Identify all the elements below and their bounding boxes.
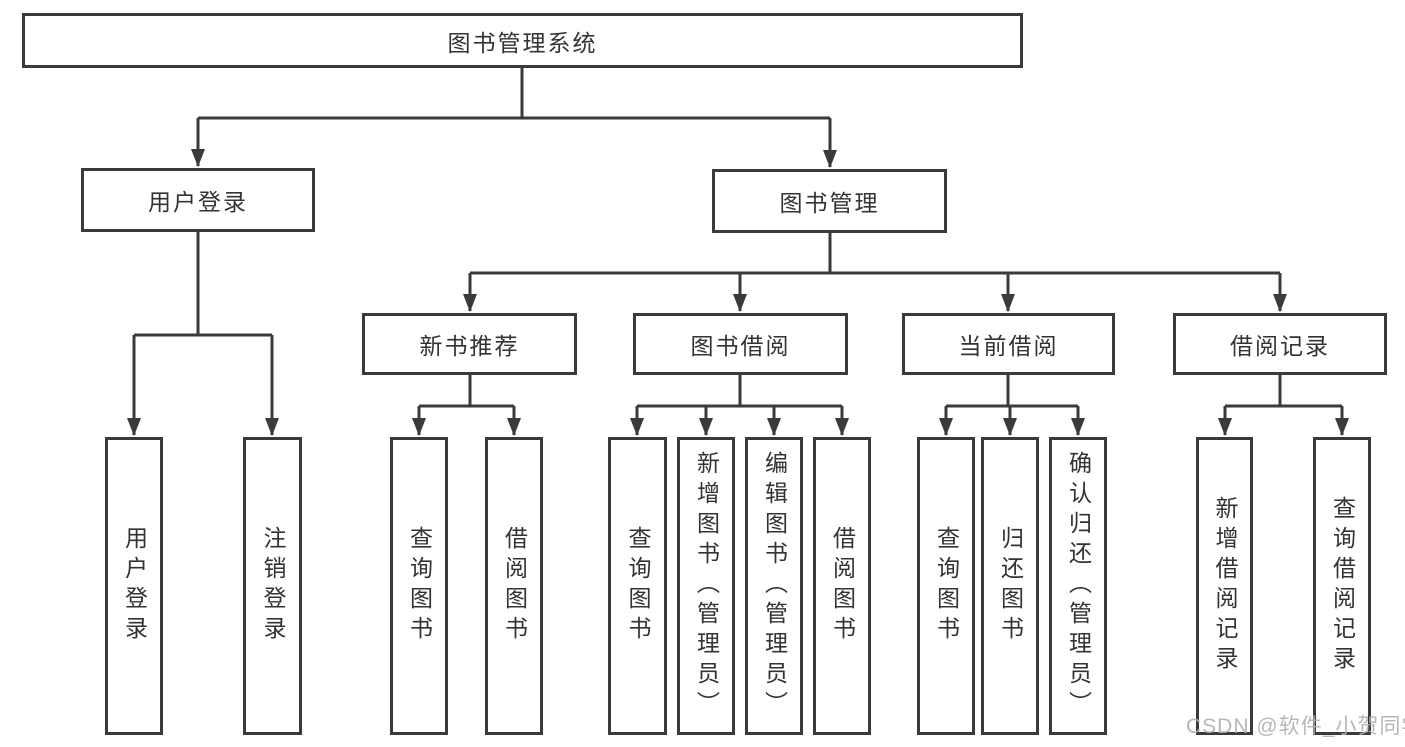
- leaf-confirm-return-admin: 确认归还（管理员）: [1049, 437, 1107, 735]
- leaf-label: 新增借阅记录: [1212, 496, 1238, 676]
- leaf-query-books-current: 查询图书: [917, 437, 975, 735]
- leaf-label: 借阅图书: [829, 526, 856, 646]
- leaf-user-login: 用户登录: [105, 437, 163, 735]
- node-label: 图书借阅: [690, 333, 791, 359]
- node-current-borrowing: 当前借阅: [902, 313, 1115, 375]
- leaf-return-book: 归还图书: [981, 437, 1039, 735]
- leaf-query-books-recommend: 查询图书: [390, 437, 448, 735]
- leaf-label: 归还图书: [997, 526, 1024, 646]
- leaf-query-books-borrow: 查询图书: [608, 437, 667, 735]
- node-book-borrowing: 图书借阅: [633, 313, 848, 375]
- leaf-edit-book-admin: 编辑图书（管理员）: [745, 437, 803, 735]
- node-label: 图书管理: [779, 190, 880, 216]
- leaf-add-book-admin: 新增图书（管理员）: [677, 437, 735, 735]
- csdn-watermark: CSDN @软件_小贺同学: [1186, 715, 1405, 738]
- leaf-label: 查询图书: [933, 526, 960, 646]
- node-user-login: 用户登录: [81, 168, 315, 232]
- leaf-borrow-books: 借阅图书: [813, 437, 871, 735]
- node-book-management: 图书管理: [712, 169, 947, 233]
- leaf-label: 查询借阅记录: [1329, 496, 1356, 676]
- node-label: 借阅记录: [1230, 333, 1330, 359]
- leaf-add-borrow-record: 新增借阅记录: [1196, 437, 1253, 735]
- leaf-label: 查询图书: [625, 526, 651, 646]
- leaf-logout: 注销登录: [243, 437, 302, 735]
- node-label: 当前借阅: [958, 333, 1059, 359]
- node-label: 新书推荐: [419, 333, 520, 359]
- leaf-label: 用户登录: [121, 526, 148, 646]
- leaf-label: 借阅图书: [501, 526, 528, 646]
- leaf-label: 查询图书: [406, 526, 433, 646]
- leaf-label: 确认归还（管理员）: [1065, 451, 1092, 721]
- leaf-borrow-books-recommend: 借阅图书: [485, 437, 543, 735]
- leaf-label: 注销登录: [260, 526, 286, 646]
- node-label: 图书管理系统: [447, 29, 598, 56]
- leaf-query-borrow-record: 查询借阅记录: [1313, 437, 1371, 735]
- node-label: 用户登录: [148, 189, 248, 215]
- node-root-book-management-system: 图书管理系统: [22, 13, 1023, 68]
- node-new-book-recommend: 新书推荐: [362, 313, 577, 375]
- node-borrowing-records: 借阅记录: [1173, 313, 1387, 375]
- leaf-label: 编辑图书（管理员）: [761, 451, 788, 721]
- leaf-label: 新增图书（管理员）: [693, 451, 720, 721]
